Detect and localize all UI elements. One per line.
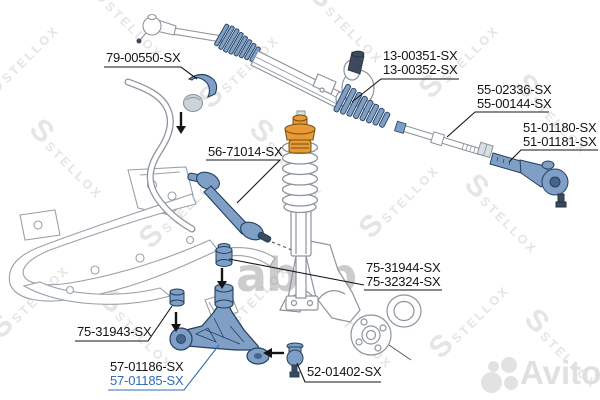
front-bushing <box>169 288 185 307</box>
callout-stabilizer-bushing: 79-00550-SX <box>106 50 181 65</box>
part-number: 55-00144-SX <box>477 96 552 111</box>
avito-logo-dot <box>481 372 502 393</box>
strut-assembly <box>281 110 319 311</box>
callout-ball-joint: 52-01402-SX <box>307 364 382 379</box>
callout-arm-front-bushing: 75-31943-SX <box>77 324 152 339</box>
brake-dust-shield <box>386 294 422 328</box>
part-number: 52-01402-SX <box>307 364 382 379</box>
part-number: 75-32324-SX <box>366 274 441 289</box>
avito-watermark-text: Avito <box>520 354 600 391</box>
callout-steering-boot: 13-00351-SX 13-00352-SX <box>383 48 458 77</box>
callout-tie-rod-end: 51-01180-SX 51-01181-SX <box>523 120 597 149</box>
lock-nut <box>476 141 494 159</box>
control-arm <box>169 283 270 365</box>
rear-bushing <box>215 243 233 267</box>
part-number: 51-01180-SX <box>523 120 597 135</box>
strut-top-mount <box>284 110 316 154</box>
avito-logo-dot <box>501 357 517 373</box>
assembly-arrows <box>171 112 284 358</box>
part-number: 13-00352-SX <box>383 62 458 77</box>
rack-bellows-left <box>214 23 261 63</box>
part-number: 51-01181-SX <box>523 134 597 149</box>
part-number: 79-00550-SX <box>106 50 181 65</box>
steering-rack <box>136 13 569 208</box>
avito-logo-dot <box>504 376 518 390</box>
stabilizer-bar <box>124 78 196 233</box>
callout-arm-rear-bushing: 75-31944-SX 75-32324-SX <box>366 260 441 289</box>
part-number: 56-71014-SX <box>208 144 283 159</box>
wheel-hub <box>350 314 412 361</box>
coil-spring <box>281 140 319 214</box>
strut-body <box>285 209 319 311</box>
callout-control-arm: 57-01186-SX 57-01185-SX <box>110 359 184 388</box>
callout-stabilizer-link: 56-71014-SX <box>208 144 283 159</box>
ball-joint <box>286 342 304 378</box>
callout-inner-tie-rod: 55-02336-SX 55-00144-SX <box>477 82 552 111</box>
part-number: 75-31943-SX <box>77 324 152 339</box>
tie-rod-end <box>489 152 569 208</box>
stabilizer-bushing-clamp <box>182 73 218 113</box>
subframe <box>8 166 276 321</box>
rack-boot-right <box>333 83 391 128</box>
part-number: 75-31944-SX <box>366 260 441 275</box>
pinion-input-shaft <box>347 50 365 75</box>
stabilizer-link <box>187 171 293 251</box>
control-arm-rear-seat <box>214 283 234 309</box>
part-number-highlighted: 57-01185-SX <box>110 373 184 388</box>
part-number: 57-01186-SX <box>110 359 184 374</box>
part-number: 55-02336-SX <box>477 82 552 97</box>
avito-watermark: Avito <box>472 352 600 398</box>
outer-tie-rod-left <box>136 13 223 44</box>
part-number: 13-00351-SX <box>383 48 458 63</box>
avito-logo-dot <box>488 361 499 372</box>
inner-tie-rod <box>394 120 482 156</box>
leader-lines <box>75 66 598 391</box>
